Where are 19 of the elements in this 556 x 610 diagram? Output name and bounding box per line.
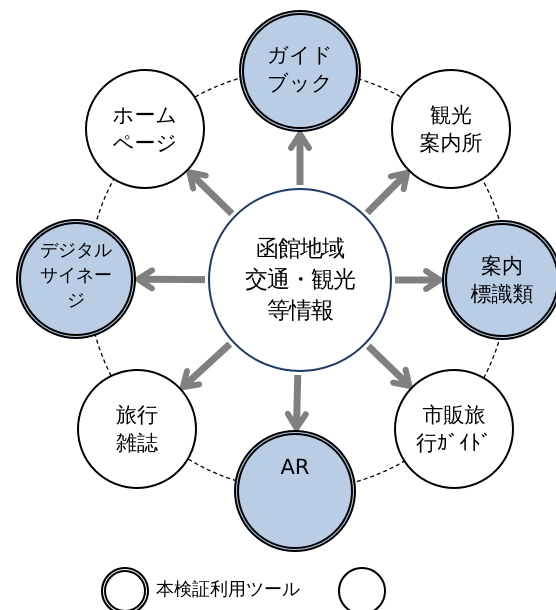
- node-label: 案内標識類: [470, 253, 534, 308]
- arrow: [135, 267, 206, 292]
- node-label: 市販旅行ｶﾞｲﾄﾞ: [416, 402, 492, 457]
- circle-symbol: [338, 567, 386, 610]
- arrow: [364, 170, 410, 216]
- node-label: ガイドブック: [267, 42, 333, 97]
- arrow: [180, 342, 232, 390]
- arrow: [395, 268, 443, 292]
- node-label: ホームページ: [112, 102, 178, 157]
- legend-label: 本検証利用ツール: [156, 579, 300, 601]
- node-label: 函館地域交通・観光等情報: [245, 234, 355, 326]
- arrow: [186, 169, 234, 216]
- node-label: デジタルサイネージ: [40, 238, 112, 312]
- node-label: 観光案内所: [420, 102, 482, 157]
- arrow: [366, 344, 412, 389]
- arrow: [284, 374, 309, 432]
- node-label: AR: [280, 454, 310, 481]
- arrow: [288, 131, 312, 185]
- node-label: 旅行雑誌: [116, 402, 158, 457]
